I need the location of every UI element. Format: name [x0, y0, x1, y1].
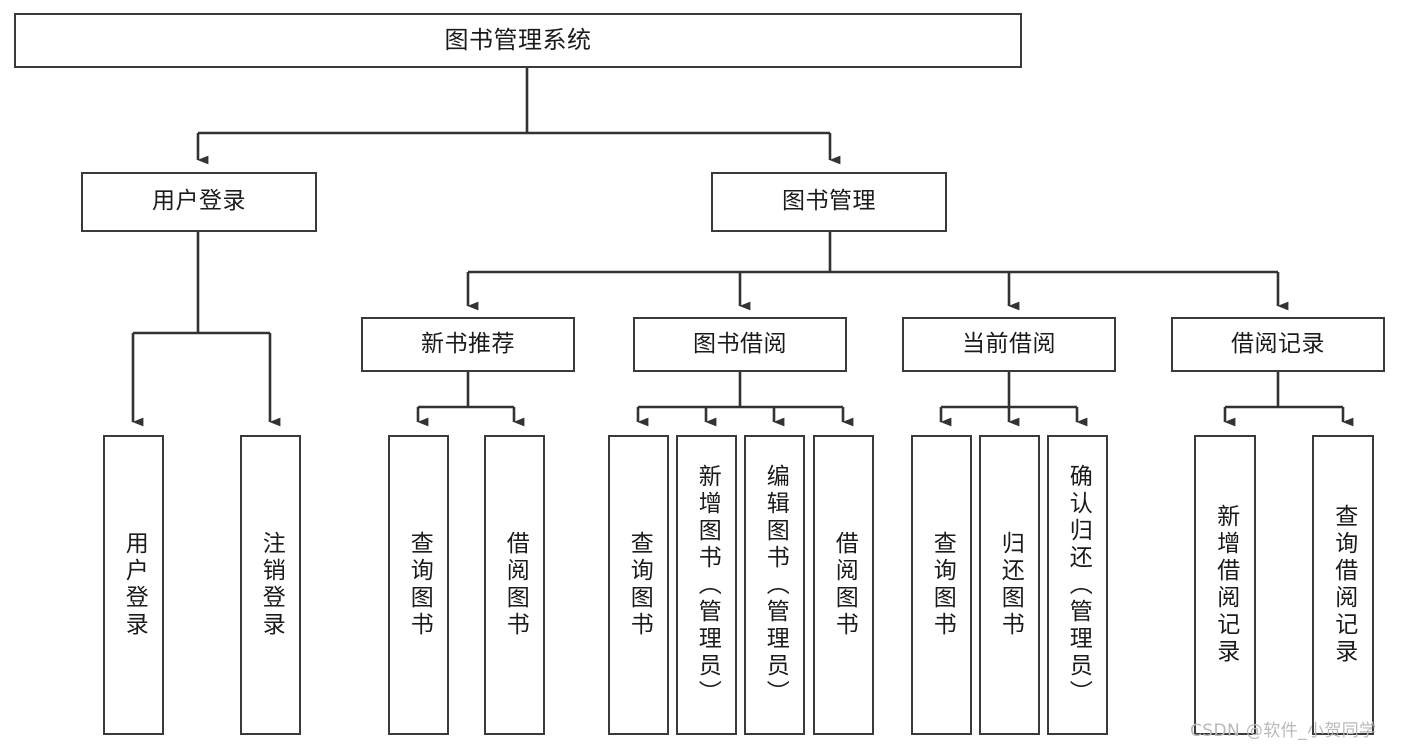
node-label: 查询借阅记录	[1330, 504, 1357, 666]
leaf-query-book-new-rec[interactable]: 查询图书	[388, 435, 449, 735]
leaf-return-book[interactable]: 归还图书	[979, 435, 1040, 735]
leaf-query-borrow-record[interactable]: 查询借阅记录	[1312, 435, 1374, 735]
node-label: 借阅图书	[831, 531, 858, 639]
node-label: 确认归还（管理员）	[1065, 463, 1092, 707]
node-label: 归还图书	[997, 531, 1024, 639]
leaf-add-borrow-record[interactable]: 新增借阅记录	[1194, 435, 1256, 735]
node-label: 查询图书	[406, 531, 433, 639]
leaf-add-book-admin[interactable]: 新增图书（管理员）	[676, 435, 737, 735]
node-label: 注销登录	[258, 531, 285, 639]
node-label: 图书借阅	[693, 330, 787, 357]
node-label: 编辑图书（管理员）	[762, 463, 789, 707]
node-label: 查询图书	[626, 531, 653, 639]
leaf-edit-book-admin[interactable]: 编辑图书（管理员）	[744, 435, 805, 735]
node-label: 新增图书（管理员）	[694, 463, 721, 707]
node-book-borrow[interactable]: 图书借阅	[633, 317, 847, 372]
node-label: 当前借阅	[962, 330, 1056, 357]
node-label: 新增借阅记录	[1212, 504, 1239, 666]
node-label: 新书推荐	[421, 330, 515, 357]
leaf-logout-login[interactable]: 注销登录	[240, 435, 301, 735]
node-current-borrow[interactable]: 当前借阅	[902, 317, 1116, 372]
node-label: 用户登录	[121, 531, 148, 639]
node-label: 图书管理系统	[444, 26, 592, 55]
node-root-book-management-system[interactable]: 图书管理系统	[14, 13, 1022, 68]
node-label: 借阅记录	[1231, 330, 1325, 357]
leaf-query-book-current[interactable]: 查询图书	[911, 435, 972, 735]
node-label: 借阅图书	[502, 531, 529, 639]
leaf-user-login[interactable]: 用户登录	[103, 435, 164, 735]
node-label: 查询图书	[929, 531, 956, 639]
leaf-borrow-book-new-rec[interactable]: 借阅图书	[484, 435, 545, 735]
node-label: 用户登录	[152, 188, 246, 215]
node-borrow-record[interactable]: 借阅记录	[1171, 317, 1385, 372]
node-new-book-recommendation[interactable]: 新书推荐	[361, 317, 575, 372]
node-book-management[interactable]: 图书管理	[711, 172, 947, 232]
leaf-query-book-borrow[interactable]: 查询图书	[608, 435, 669, 735]
leaf-borrow-book[interactable]: 借阅图书	[813, 435, 874, 735]
leaf-confirm-return-admin[interactable]: 确认归还（管理员）	[1047, 435, 1108, 735]
csdn-watermark: CSDN @软件_小贺同学	[1190, 721, 1377, 741]
node-label: 图书管理	[782, 188, 876, 215]
node-user-login[interactable]: 用户登录	[81, 172, 317, 232]
